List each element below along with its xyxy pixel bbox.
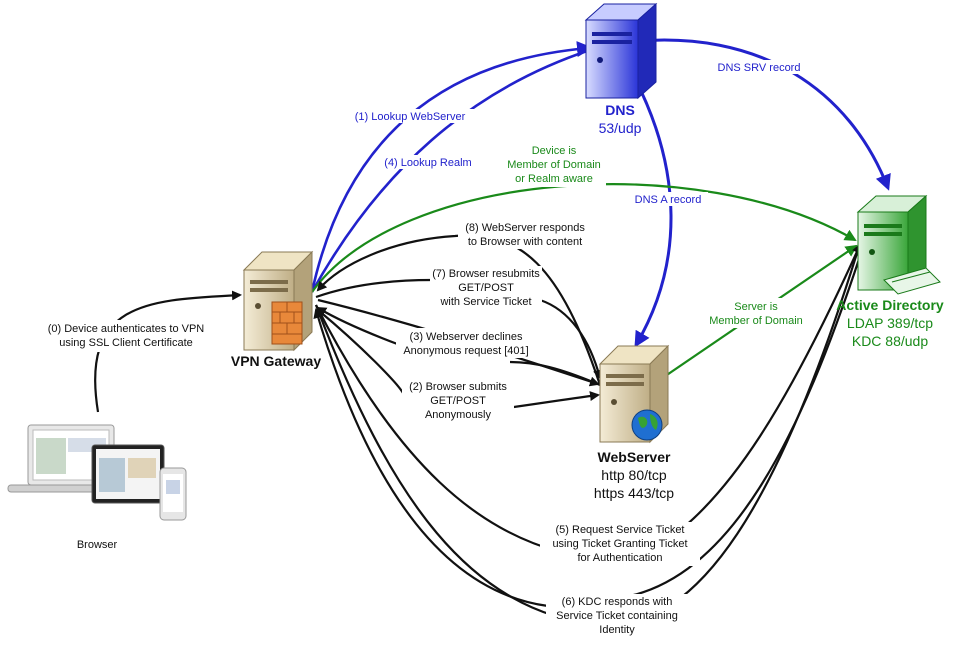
svg-text:Identity: Identity [599, 624, 635, 636]
active-directory-server-icon [856, 194, 941, 295]
active-directory-port-ldap: LDAP 389/tcp [847, 315, 933, 331]
label-step4: (4) Lookup Realm [378, 155, 478, 169]
browser-label: Browser [77, 539, 118, 551]
svg-text:(1) Lookup WebServer: (1) Lookup WebServer [355, 111, 466, 123]
svg-text:Server is: Server is [734, 301, 778, 313]
label-dns-srv: DNS SRV record [712, 60, 806, 74]
svg-text:with Service Ticket: with Service Ticket [439, 296, 531, 308]
svg-text:(7) Browser resubmits: (7) Browser resubmits [432, 268, 540, 280]
svg-text:(6) KDC responds with: (6) KDC responds with [562, 596, 673, 608]
label-domain-member: Device is Member of Domain or Realm awar… [502, 143, 606, 187]
label-step3: (3) Webserver declines Anonymous request… [396, 328, 536, 358]
svg-text:Member of Domain: Member of Domain [709, 315, 803, 327]
label-step0: (0) Device authenticates to VPN using SS… [38, 320, 216, 352]
edge-step4 [310, 48, 591, 293]
edge-step0 [94, 290, 242, 413]
svg-text:(8) WebServer responds: (8) WebServer responds [465, 222, 585, 234]
active-directory-port-kdc: KDC 88/udp [852, 333, 928, 349]
svg-text:using Ticket Granting Ticket: using Ticket Granting Ticket [552, 538, 687, 550]
svg-text:using SSL Client Certificate: using SSL Client Certificate [59, 337, 193, 349]
edge-step5 [315, 245, 860, 554]
webserver-label: WebServer [598, 449, 671, 465]
edge-step3 [509, 360, 601, 387]
svg-text:(4) Lookup Realm: (4) Lookup Realm [384, 157, 471, 169]
label-step6: (6) KDC responds with Service Ticket con… [546, 594, 688, 638]
active-directory-label: Active Directory [836, 297, 944, 313]
svg-text:for Authentication: for Authentication [577, 552, 662, 564]
dns-label: DNS [605, 102, 635, 118]
label-step8: (8) WebServer responds to Browser with c… [458, 219, 592, 249]
vpn-gateway-label: VPN Gateway [231, 353, 321, 369]
svg-text:or Realm aware: or Realm aware [515, 173, 593, 185]
svg-text:GET/POST: GET/POST [430, 395, 486, 407]
browser-devices-icon [7, 424, 187, 521]
label-dns-a: DNS A record [628, 192, 708, 206]
label-step2: (2) Browser submits GET/POST Anonymously [402, 379, 514, 423]
webserver-port-https: https 443/tcp [594, 485, 674, 501]
svg-text:(5) Request Service Ticket: (5) Request Service Ticket [556, 524, 685, 536]
edge-step6 [316, 249, 864, 608]
svg-text:Member of Domain: Member of Domain [507, 159, 601, 171]
webserver-port-http: http 80/tcp [601, 467, 667, 483]
dns-port: 53/udp [599, 120, 642, 136]
svg-text:Anonymously: Anonymously [425, 409, 492, 421]
svg-text:(2) Browser submits: (2) Browser submits [409, 381, 507, 393]
dns-server-icon [584, 2, 658, 100]
svg-text:DNS A record: DNS A record [635, 194, 702, 206]
label-step5: (5) Request Service Ticket using Ticket … [540, 522, 700, 566]
svg-text:DNS SRV record: DNS SRV record [718, 62, 801, 74]
web-server-icon [598, 344, 670, 444]
label-step7: (7) Browser resubmits GET/POST with Serv… [430, 266, 542, 310]
svg-text:(0) Device authenticates to VP: (0) Device authenticates to VPN [48, 323, 205, 335]
label-server-member: Server is Member of Domain [700, 298, 812, 328]
svg-text:to Browser with content: to Browser with content [468, 236, 582, 248]
edge-dns-a [620, 54, 673, 348]
svg-text:GET/POST: GET/POST [458, 282, 514, 294]
svg-text:Device is: Device is [532, 145, 577, 157]
vpn-gateway-server-icon [242, 250, 314, 352]
svg-text:Anonymous request [401]: Anonymous request [401] [403, 345, 528, 357]
label-step1: (1) Lookup WebServer [346, 109, 474, 123]
svg-text:Service Ticket containing: Service Ticket containing [556, 610, 678, 622]
edge-step7 [315, 278, 600, 378]
svg-text:(3) Webserver declines: (3) Webserver declines [410, 331, 523, 343]
